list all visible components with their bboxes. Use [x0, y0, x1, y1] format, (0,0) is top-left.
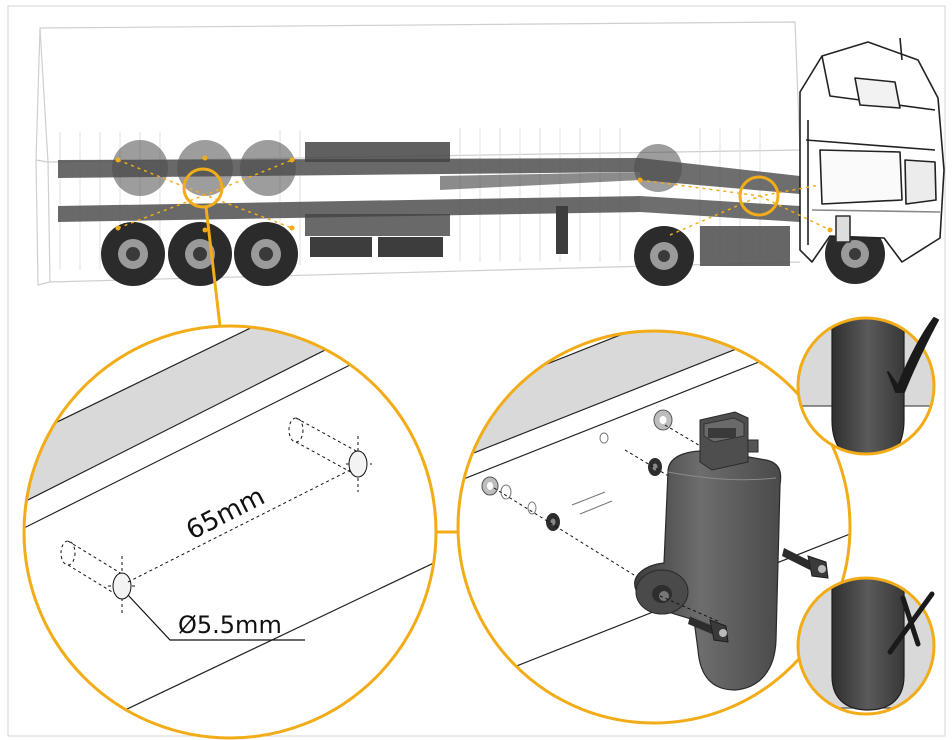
- highlight-trailer-mount: [182, 167, 224, 209]
- sensor-dots: [115, 155, 833, 233]
- highlight-tractor-mount: [738, 175, 780, 217]
- upper-fastener-stack: [599, 409, 703, 491]
- truck-overview: [35, 21, 945, 286]
- trailer-wheels: [101, 140, 298, 286]
- callout-connector-left: [204, 206, 222, 327]
- bolt-side: [782, 548, 829, 579]
- left-fastener-stack: [481, 476, 701, 617]
- diameter-leader: [127, 594, 305, 641]
- bolt-lower: [688, 615, 729, 643]
- tractor-wheels: [634, 144, 885, 286]
- page-frame: [7, 5, 946, 737]
- check-mark-icon: [887, 317, 939, 393]
- drill-detail: 65mm Ø5.5mm: [22, 324, 438, 740]
- diameter-label: Ø5.5mm: [178, 611, 282, 639]
- correct-example: [796, 316, 939, 456]
- incorrect-example: [796, 576, 936, 716]
- cross-mark-icon: [887, 591, 935, 655]
- sensor-lines: [117, 159, 831, 236]
- sensor-unit: [634, 411, 782, 691]
- tractor-cab: [799, 37, 945, 263]
